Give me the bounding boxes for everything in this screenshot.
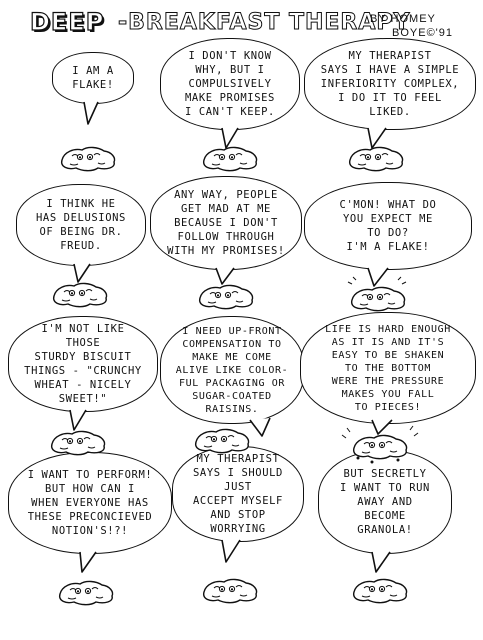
flake-icon [50,430,106,456]
speech-bubble-9: LIFE IS HARD ENOUGH AS IT IS AND IT'S EA… [300,312,476,424]
speech-bubble-5: ANY WAY, PEOPLE GET MAD AT ME BECAUSE I … [150,176,302,270]
speech-bubble-1: I AM A FLAKE! [52,52,134,104]
comic-header: DEEP -BREAKFAST THERAPY BY HOMEY BOYE©'9… [0,0,483,60]
speech-bubble-3: MY THERAPIST SAYS I HAVE A SIMPLE INFERI… [304,38,476,130]
byline-copyright: BOYE©'91 [392,27,454,39]
flake-icon [52,282,108,308]
speech-bubble-2: I DON'T KNOW WHY, BUT I COMPULSIVELY MAK… [160,38,300,130]
speech-bubble-12: BUT SECRETLY I WANT TO RUN AWAY AND BECO… [318,450,452,554]
byline-author: BY HOMEY [370,13,436,25]
speech-bubble-8: I NEED UP-FRONT COMPENSATION TO MAKE ME … [160,316,304,424]
byline: BY HOMEY BOYE©'91 [370,12,480,40]
title-deep: DEEP [29,7,105,36]
flake-icon [202,146,258,172]
shake-lines [341,276,419,464]
speech-bubble-6: C'MON! WHAT DO YOU EXPECT ME TO DO? I'M … [304,182,472,270]
title-breakfast-therapy: -BREAKFAST THERAPY [117,10,411,36]
flake-icon [202,578,258,604]
speech-bubble-10: I WANT TO PERFORM! BUT HOW CAN I WHEN EV… [8,452,172,554]
flake-icon [348,146,404,172]
flake-icon [352,434,408,460]
flake-icon [58,580,114,606]
speech-bubble-4: I THINK HE HAS DELUSIONS OF BEING DR. FR… [16,184,146,266]
flake-icon [350,286,406,312]
flake-icon [198,284,254,310]
flake-icon [60,146,116,172]
speech-bubble-7: I'M NOT LIKE THOSE STURDY BISCUIT THINGS… [8,316,158,412]
flake-icon [194,428,250,454]
flake-icon [352,578,408,604]
